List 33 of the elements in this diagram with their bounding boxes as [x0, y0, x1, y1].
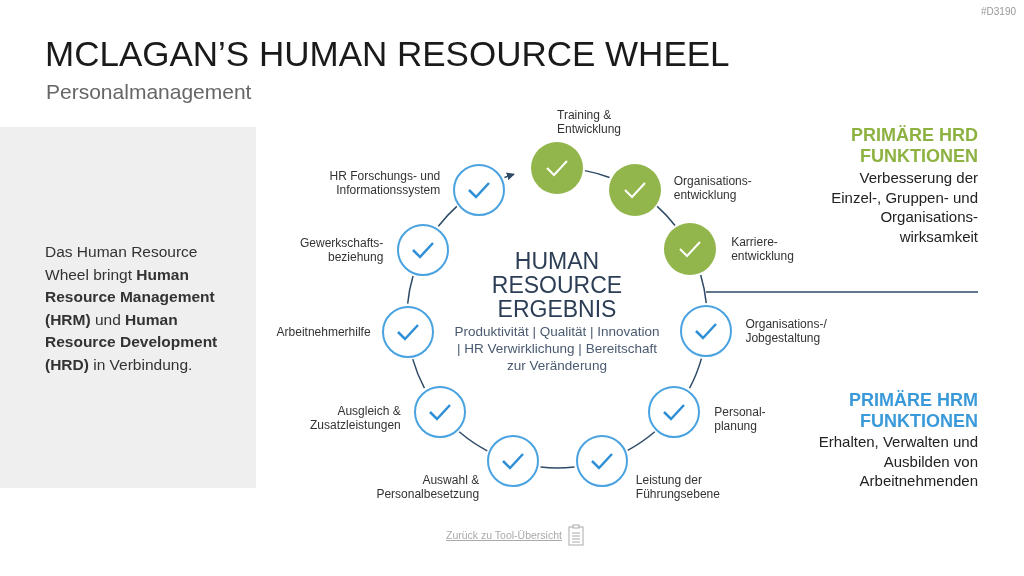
subtitle: Personalmanagement — [46, 80, 252, 104]
connector-line — [406, 275, 414, 305]
reference-code: #D3190 — [980, 6, 1016, 17]
circle-label: Gewerkschafts- beziehung — [299, 235, 384, 264]
intro-text: Das Human Resource Wheel bringt Human Resource Management (HRM) und Human Resource Development (HRD) in Verbindung. — [45, 242, 219, 375]
connector-line — [458, 431, 488, 452]
connector-line — [584, 169, 611, 179]
connector-line — [656, 205, 676, 227]
circle-label: Ausgleich & Zusatzleistungen — [309, 403, 401, 432]
back-link: Zurück zu Tool-Übersicht — [446, 529, 562, 541]
center-text: Produktivität | Qualität | Innovation | HR Verwirklichung | Bereitschaft zur Veränderung — [453, 323, 661, 374]
connector-line — [688, 357, 703, 389]
circle-label: Karriere- entwicklung — [731, 234, 795, 263]
circle-label: Organisations- entwicklung — [673, 173, 753, 202]
section-heading: PRIMÄRE HRD FUNKTIONEN — [850, 125, 978, 167]
circle-label: Leistung der Führungsebene — [635, 473, 721, 502]
circle-label: Auswahl & Personalbesetzung — [375, 473, 480, 502]
section-text: Verbesserung der Einzel-, Gruppen- und Organisations- wirksamkeit — [830, 168, 978, 246]
connector-line — [626, 431, 656, 452]
title: MCLAGAN’S HUMAN RESOURCE WHEEL — [45, 34, 730, 74]
circle-label: Training & Entwicklung — [557, 108, 623, 136]
circle-label: HR Forschungs- und Informationssystem — [328, 168, 441, 197]
section-text: Erhalten, Verwalten und Ausbilden von Arbeitnehmenden — [818, 432, 978, 491]
arrow — [503, 172, 515, 181]
connector-line — [699, 274, 707, 304]
circle-label: Personal- planung — [714, 404, 767, 433]
center-heading: HUMAN RESOURCE ERGEBNIS — [490, 249, 624, 321]
section-heading: PRIMÄRE HRM FUNKTIONEN — [848, 390, 978, 432]
connector-line — [437, 205, 458, 227]
connector-line — [539, 466, 576, 469]
connector-line — [412, 358, 426, 389]
circle-label: Organisations-/ Jobgestaltung — [745, 317, 828, 346]
circle-label: Arbeitnehmerhilfe — [275, 324, 371, 339]
